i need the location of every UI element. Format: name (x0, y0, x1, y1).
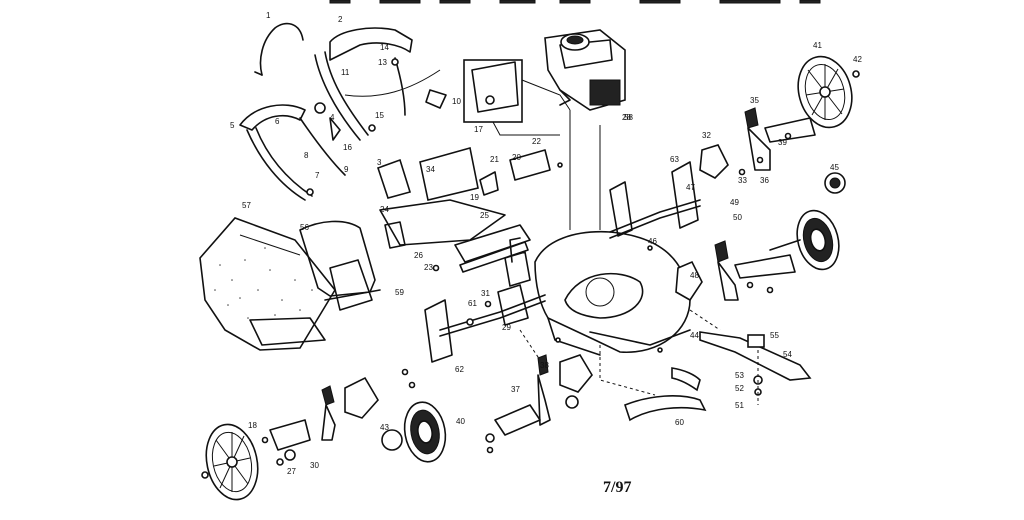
part-number-label: 56 (300, 223, 309, 232)
part-number-label: 59 (395, 288, 404, 297)
control-bracket-part (463, 59, 571, 136)
upper-handle-part (254, 22, 304, 76)
part-number-label: 20 (512, 153, 521, 162)
engine-part (544, 29, 626, 111)
part-number-label: 54 (783, 350, 792, 359)
part-number-label: 57 (242, 201, 251, 210)
part-number-label: 4 (330, 113, 335, 122)
deck-baffle-part (624, 367, 707, 422)
hub-cap-part (824, 172, 846, 194)
part-number-label: 30 (310, 461, 319, 470)
part-number-label: 41 (813, 41, 822, 50)
front-axle-assembly (609, 161, 701, 239)
center-axle-part (485, 354, 579, 443)
rear-door-bracket-assembly (376, 146, 551, 273)
part-number-label: 10 (452, 97, 461, 106)
lower-handle-part (239, 102, 346, 201)
date-code: 7/97 (603, 479, 631, 496)
part-number-label: 25 (480, 211, 489, 220)
part-number-label: 6 (275, 117, 280, 126)
control-cables (569, 110, 601, 230)
part-number-label: 36 (760, 176, 769, 185)
part-number-label: 58 (624, 113, 633, 122)
part-number-label: 42 (853, 55, 862, 64)
part-number-label: 47 (686, 183, 695, 192)
part-number-label: 26 (414, 251, 423, 260)
part-number-label: 61 (468, 299, 477, 308)
part-number-label: 35 (750, 96, 759, 105)
part-number-label: 27 (287, 467, 296, 476)
part-number-label: 37 (511, 385, 520, 394)
part-number-label: 18 (248, 421, 257, 430)
mower-deck-part (504, 230, 691, 356)
assembly-dashed-lines (519, 309, 721, 396)
wheel-plate-part (344, 144, 729, 419)
handle-assembly-part (314, 27, 447, 141)
height-adjuster-right (714, 107, 816, 301)
height-adjuster-left (269, 385, 336, 466)
part-number-label: 16 (343, 143, 352, 152)
part-number-label: 5 (230, 121, 235, 130)
part-number-label: 50 (733, 213, 742, 222)
part-number-label: 2 (338, 15, 343, 24)
rear-axle-assembly (424, 284, 546, 363)
part-number-label: 34 (426, 165, 435, 174)
blade-part (699, 331, 812, 405)
part-number-label: 62 (455, 365, 464, 374)
front-wheel-right (769, 209, 840, 271)
part-number-label: 53 (735, 371, 744, 380)
part-number-label: 14 (380, 43, 389, 52)
part-number-label: 60 (675, 418, 684, 427)
part-number-label: 21 (490, 155, 499, 164)
part-number-label: 28 (622, 113, 631, 122)
part-number-label: 15 (375, 111, 384, 120)
part-number-label: 39 (778, 138, 787, 147)
part-number-label: 1 (266, 11, 271, 20)
part-number-label: 7 (315, 171, 320, 180)
part-number-label: 29 (502, 323, 511, 332)
part-number-label: 17 (474, 125, 483, 134)
part-number-label: 31 (481, 289, 490, 298)
part-number-label: 22 (532, 137, 541, 146)
part-number-labels: 1 2 3 4 5 6 7 8 9 10 11 13 14 15 16 17 1… (230, 11, 862, 476)
part-number-label: 38 (540, 361, 549, 370)
part-number-label: 51 (735, 401, 744, 410)
front-wheel-left (381, 401, 447, 463)
rear-wheel-right (797, 55, 860, 129)
part-number-label: 46 (648, 237, 657, 246)
part-number-label: 19 (470, 193, 479, 202)
part-number-label: 24 (380, 205, 389, 214)
part-number-label: 8 (304, 151, 309, 160)
part-number-label: 48 (690, 271, 699, 280)
part-number-label: 40 (456, 417, 465, 426)
part-number-label: 23 (424, 263, 433, 272)
rear-wheel-left (201, 423, 259, 501)
part-number-label: 45 (830, 163, 839, 172)
part-number-label: 9 (344, 165, 349, 174)
part-number-label: 43 (380, 423, 389, 432)
part-number-label: 44 (690, 331, 699, 340)
part-number-label: 63 (670, 155, 679, 164)
part-number-label: 52 (735, 384, 744, 393)
small-hardware (261, 132, 792, 454)
part-number-label: 49 (730, 198, 739, 207)
bag-frame-part (299, 220, 381, 311)
part-number-label: 3 (377, 158, 382, 167)
grass-catcher-bag (199, 217, 336, 351)
part-number-label: 55 (770, 331, 779, 340)
cropped-top-text (329, 0, 821, 4)
part-number-label: 13 (378, 58, 387, 67)
part-number-label: 32 (702, 131, 711, 140)
part-number-label: 33 (738, 176, 747, 185)
part-number-label: 11 (341, 68, 350, 77)
